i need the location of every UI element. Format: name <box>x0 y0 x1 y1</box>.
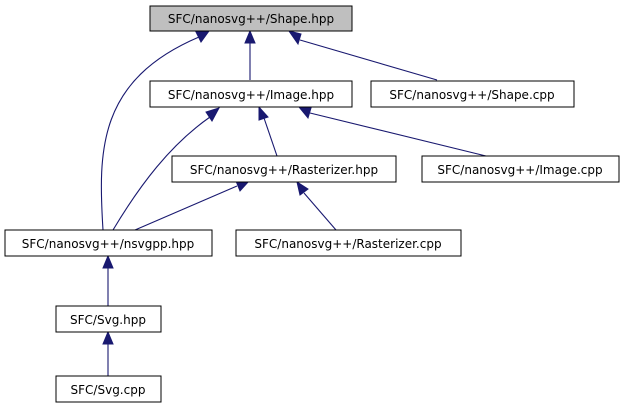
edge-rasterizer-hpp-to-image-hpp <box>263 117 278 157</box>
node-image-hpp-box <box>149 80 353 108</box>
node-nsvgpp-hpp[interactable]: SFC/nanosvg++/nsvgpp.hpp <box>4 229 213 257</box>
arrowhead-image-hpp-to-shape-hpp <box>244 29 256 44</box>
edge-image-cpp-to-image-hpp <box>309 112 487 157</box>
arrowhead-nsvgpp-hpp-to-image-hpp <box>205 107 221 122</box>
node-image-cpp[interactable]: SFC/nanosvg++/Image.cpp <box>421 155 620 183</box>
node-image-hpp-label: SFC/nanosvg++/Image.hpp <box>168 88 334 102</box>
edge-nsvgpp-hpp-to-rasterizer-hpp <box>134 185 238 231</box>
node-image-cpp-box <box>421 155 620 183</box>
node-svg-cpp-label: SFC/Svg.cpp <box>71 383 146 397</box>
node-shape-cpp-box <box>370 80 575 108</box>
node-svg-hpp-label: SFC/Svg.hpp <box>70 313 146 327</box>
edge-nsvgpp-hpp-to-shape-hpp <box>100 36 200 231</box>
node-rasterizer-hpp[interactable]: SFC/nanosvg++/Rasterizer.hpp <box>171 155 397 183</box>
node-rasterizer-cpp-label: SFC/nanosvg++/Rasterizer.cpp <box>254 237 441 251</box>
edges <box>100 29 487 376</box>
arrowhead-svg-cpp-to-svg-hpp <box>102 330 114 345</box>
node-svg-cpp[interactable]: SFC/Svg.cpp <box>55 375 162 403</box>
arrowhead-image-cpp-to-image-hpp <box>297 106 312 120</box>
arrowhead-rasterizer-cpp-to-rasterizer-hpp <box>296 180 309 196</box>
edge-rasterizer-cpp-to-rasterizer-hpp <box>303 192 337 231</box>
node-image-cpp-label: SFC/nanosvg++/Image.cpp <box>437 163 602 177</box>
node-svg-hpp[interactable]: SFC/Svg.hpp <box>55 305 162 333</box>
edge-nsvgpp-hpp-to-image-hpp <box>112 116 211 231</box>
node-shape-cpp[interactable]: SFC/nanosvg++/Shape.cpp <box>370 80 575 108</box>
arrowhead-rasterizer-hpp-to-image-hpp <box>258 105 269 121</box>
node-nsvgpp-hpp-box <box>4 229 213 257</box>
arrowhead-shape-cpp-to-shape-hpp <box>287 30 302 46</box>
node-rasterizer-hpp-label: SFC/nanosvg++/Rasterizer.hpp <box>190 163 378 177</box>
node-rasterizer-cpp-box <box>235 229 462 257</box>
node-rasterizer-cpp[interactable]: SFC/nanosvg++/Rasterizer.cpp <box>235 229 462 257</box>
node-shape-hpp-box <box>149 5 353 32</box>
node-svg-cpp-box <box>55 375 162 403</box>
node-shape-hpp[interactable]: SFC/nanosvg++/Shape.hpp <box>149 5 353 32</box>
node-svg-hpp-box <box>55 305 162 333</box>
node-shape-hpp-label: SFC/nanosvg++/Shape.hpp <box>168 12 334 26</box>
node-shape-cpp-label: SFC/nanosvg++/Shape.cpp <box>389 88 554 102</box>
node-rasterizer-hpp-box <box>171 155 397 183</box>
node-nsvgpp-hpp-label: SFC/nanosvg++/nsvgpp.hpp <box>22 237 194 251</box>
arrowhead-svg-hpp-to-nsvgpp-hpp <box>102 254 114 269</box>
edge-shape-cpp-to-shape-hpp <box>299 39 438 81</box>
node-image-hpp[interactable]: SFC/nanosvg++/Image.hpp <box>149 80 353 108</box>
arrowhead-nsvgpp-hpp-to-shape-hpp <box>195 30 211 43</box>
